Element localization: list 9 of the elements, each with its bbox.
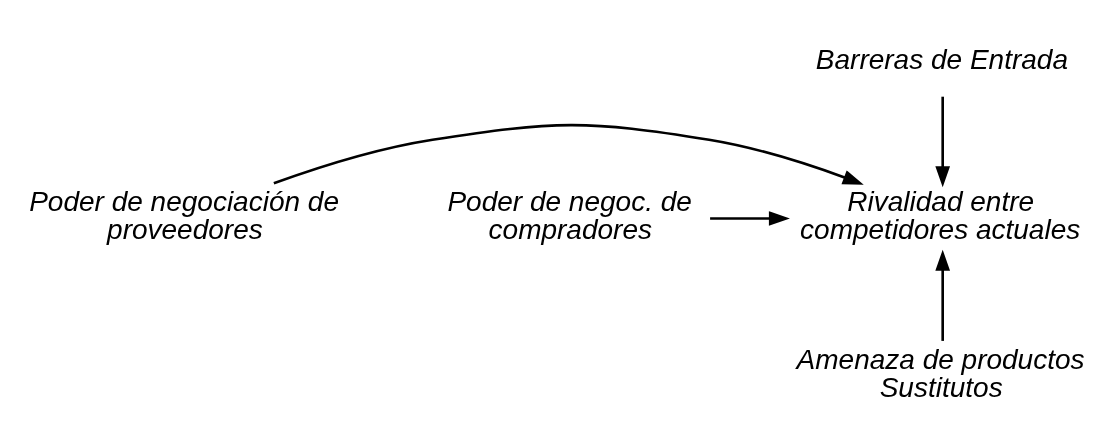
node-text: Poder de negoc. de compradores xyxy=(447,185,692,245)
arrow xyxy=(710,210,790,226)
arrow xyxy=(273,123,864,185)
node-text: Amenaza de productos Sustitutos xyxy=(796,343,1085,403)
node-text: Rivalidad entre competidores actuales xyxy=(800,185,1081,245)
node-text: Poder de negociación de proveedores xyxy=(29,185,339,245)
arrow xyxy=(935,249,951,341)
node-text: Barreras de Entrada xyxy=(815,43,1068,75)
arrow xyxy=(935,96,951,187)
